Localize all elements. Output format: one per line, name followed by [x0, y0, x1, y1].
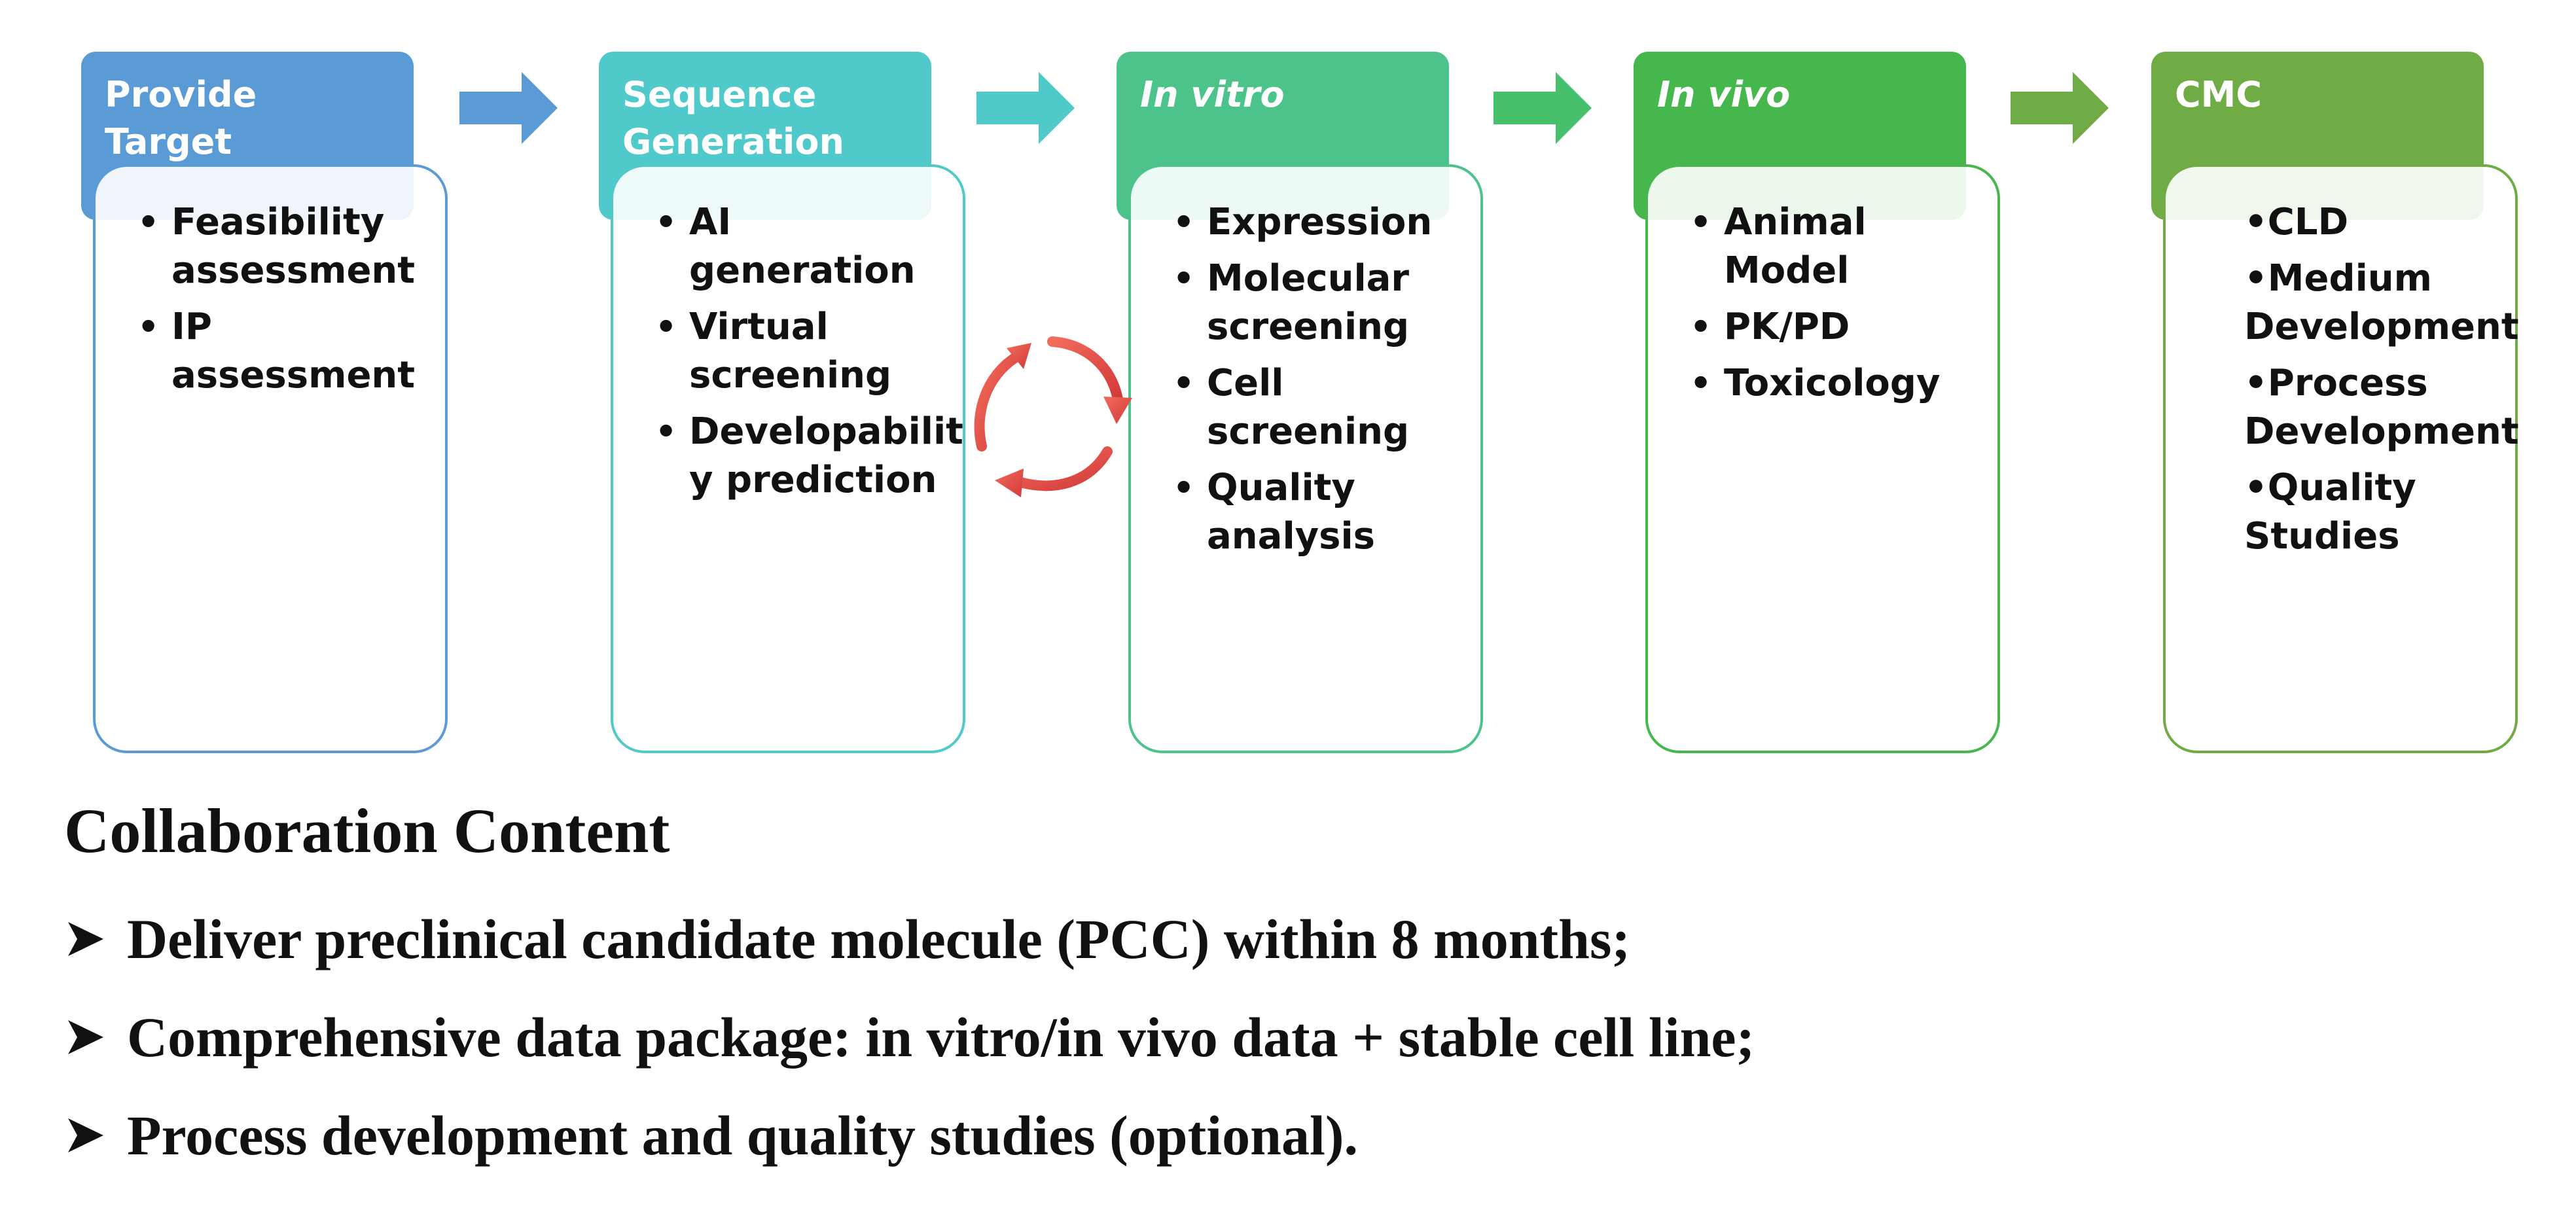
stage-in-vitro: In vitro •Expression •Molecular screenin… [1117, 0, 1483, 759]
stage-cmc: CMC •CLD •Medium Development •Process De… [2151, 0, 2519, 759]
collaboration-title: Collaboration Content [64, 796, 670, 866]
list-item: •AI generation [655, 201, 916, 292]
triangle-bullet-icon [68, 1020, 103, 1054]
list-item: •Animal Model [1690, 201, 1867, 292]
list-item: •Quality analysis [1173, 467, 1376, 558]
list-item: •Cell screening [1173, 362, 1410, 453]
list-item: •Virtual screening [655, 306, 892, 397]
list-item: •Quality Studies [2244, 467, 2416, 558]
list-item: •CLD [2244, 201, 2349, 243]
stage-card: •Expression •Molecular screening •Cell s… [1128, 164, 1483, 753]
list-item: •IP assessment [137, 306, 416, 397]
stage-title: In vitro [1140, 74, 1285, 115]
stage-in-vivo: In vivo •Animal Model •PK/PD •Toxicology [1634, 0, 2000, 759]
list-item: •Molecular screening [1173, 257, 1410, 348]
collaboration-point: Process development and quality studies … [65, 1096, 1358, 1175]
list-item: •Medium Development [2244, 257, 2519, 348]
list-item: •Developabilit y prediction [655, 410, 963, 501]
list-item: •Expression [1173, 201, 1433, 243]
arrow-right-icon [459, 72, 558, 144]
list-item: •Feasibility assessment [137, 201, 416, 292]
arrow-right-icon [976, 72, 1075, 144]
triangle-bullet-icon [68, 1118, 103, 1152]
list-item: •PK/PD [1690, 306, 1850, 348]
stage-title: Provide Target [105, 74, 257, 162]
arrow-right-icon [2011, 72, 2109, 144]
stage-sequence-generation: Sequence Generation •AI generation •Virt… [599, 0, 965, 759]
arrow-right-icon [1494, 72, 1592, 144]
stage-provide-target: Provide Target •Feasibility assessment •… [81, 0, 448, 759]
collaboration-point: Deliver preclinical candidate molecule (… [65, 900, 1630, 978]
stage-card: •Feasibility assessment •IP assessment [93, 164, 448, 753]
collaboration-point: Comprehensive data package: in vitro/in … [65, 998, 1755, 1076]
list-item: •Process Development [2244, 362, 2519, 453]
stage-title: Sequence Generation [622, 74, 844, 162]
triangle-bullet-icon [68, 922, 103, 956]
stage-title: In vivo [1657, 74, 1791, 115]
stage-title: CMC [2175, 74, 2262, 115]
stage-card: •CLD •Medium Development •Process Develo… [2163, 164, 2519, 753]
cycle-arrows-icon [974, 336, 1132, 497]
stage-card: •Animal Model •PK/PD •Toxicology [1645, 164, 2000, 753]
stage-card: •AI generation •Virtual screening •Devel… [611, 164, 965, 753]
list-item: •Toxicology [1690, 362, 1941, 404]
